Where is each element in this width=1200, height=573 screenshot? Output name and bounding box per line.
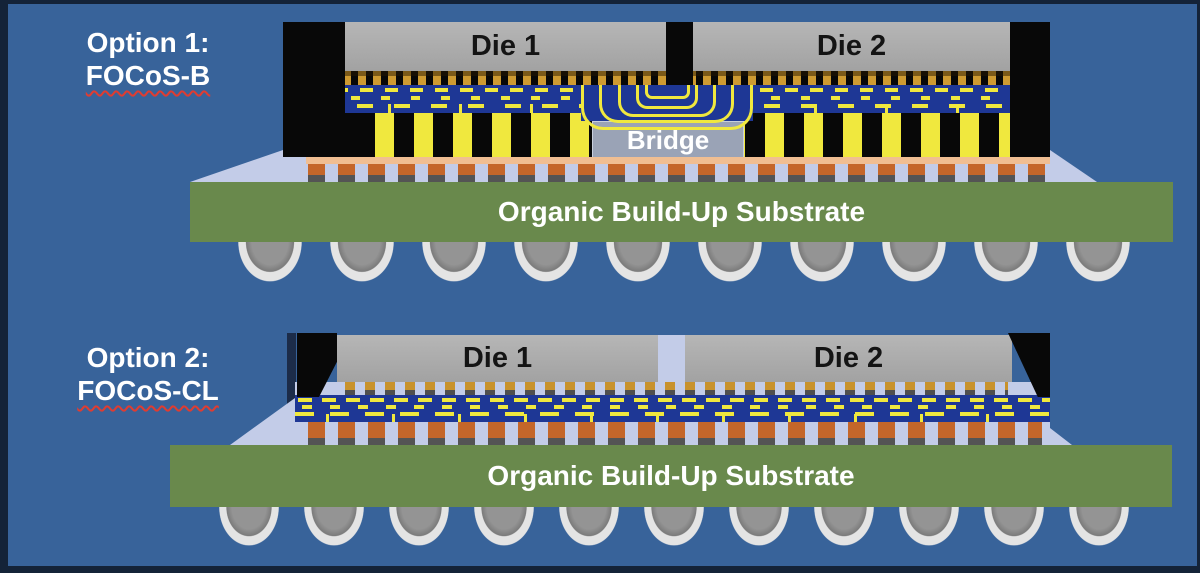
option1-label-line1: Option 1:: [86, 27, 210, 58]
option1-label: Option 1: FOCoS-B: [58, 26, 238, 92]
c4-bump-row-option1: [308, 163, 1050, 182]
die2-option2: Die 2: [685, 335, 1012, 382]
substrate-label-option2: Organic Build-Up Substrate: [487, 460, 855, 491]
microbump-strip-option2: [295, 382, 1050, 395]
bridge-routing-arc-5: [645, 85, 690, 99]
package-option1: Die 1 Die 2 Bridge: [283, 22, 1050, 159]
c4-bump-row-option2: [308, 422, 1042, 445]
option1-label-line2: FOCoS-B: [85, 60, 211, 91]
die1-label-option2: Die 1: [462, 342, 533, 374]
solder-ball-row-option1: [224, 242, 1144, 285]
die2-label-option1: Die 2: [816, 30, 887, 62]
substrate-option1: Organic Build-Up Substrate: [190, 182, 1173, 242]
bridge-routing-arc-4: [636, 85, 698, 109]
solder-ball-row-option2: [207, 507, 1142, 549]
package-edge-shadow-option2: [287, 333, 296, 425]
microbump-row-option2: [345, 382, 1008, 395]
mold-block-left-option1: [283, 22, 345, 157]
bridge-routing-arc-3: [618, 85, 716, 117]
die2-label-option2: Die 2: [813, 342, 884, 374]
rdl-layer-option2: [295, 395, 1050, 422]
bridge-routing-arc-1: [581, 85, 753, 130]
package-option2: Die 1 Die 2: [295, 333, 1050, 445]
mold-divider-option1: [666, 22, 693, 85]
die1-label-option1: Die 1: [470, 30, 541, 62]
option2-label: Option 2: FOCoS-CL: [58, 341, 238, 407]
die2-option1: Die 2: [693, 22, 1010, 71]
solder-peach-layer-option1: [306, 157, 1050, 164]
option2-label-line1: Option 2:: [86, 342, 210, 373]
option2-label-line2: FOCoS-CL: [77, 375, 219, 406]
substrate-option2: Organic Build-Up Substrate: [170, 445, 1172, 507]
substrate-label-option1: Organic Build-Up Substrate: [497, 196, 866, 227]
die1-option1: Die 1: [345, 22, 666, 71]
die1-option2: Die 1: [337, 335, 658, 382]
mold-block-right-option1: [1010, 22, 1050, 157]
bridge-routing-arc-2: [599, 85, 734, 123]
